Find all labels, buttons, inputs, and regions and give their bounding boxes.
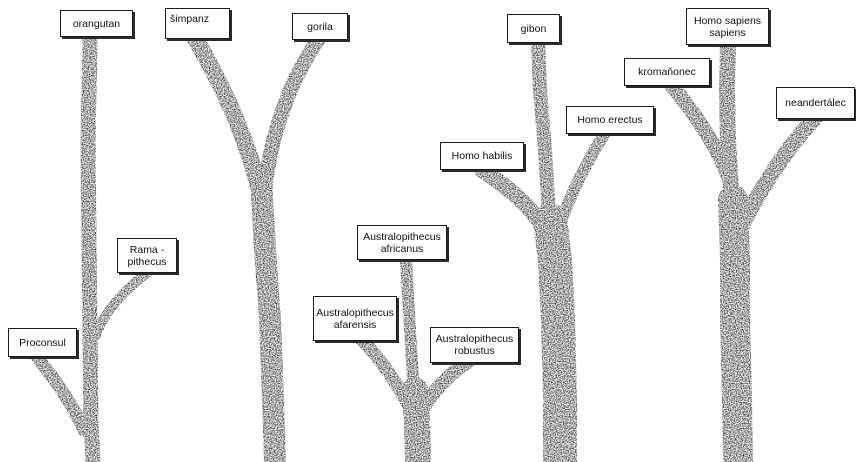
branch-kromanonec [664, 78, 736, 183]
label-homo-habilis: Homo habilis [440, 142, 524, 170]
branch-trunk-5 [718, 185, 753, 462]
branch-neandertalec [734, 110, 823, 233]
branch-habilis [474, 162, 553, 238]
label-neandertalec: neandertálec [776, 87, 855, 119]
label-australopithecus-afarensis: Australopithecus afarensis [313, 296, 397, 341]
label-homo-erectus: Homo erectus [566, 106, 654, 134]
label-gibon: gibon [507, 14, 560, 43]
label-ramapithecus: Rama - pithecus [117, 238, 177, 273]
branch-afarensis [350, 328, 415, 412]
label-gorila: gorila [292, 13, 348, 40]
branch-proconsul [31, 351, 91, 437]
label-australopithecus-robustus: Australopithecus robustus [430, 327, 519, 363]
label-homo-sapiens-sapiens: Homo sapiens sapiens [686, 8, 769, 45]
label-australopithecus-africanus: Australopithecus africanus [357, 225, 447, 260]
branch-robustus [418, 355, 475, 412]
branch-ramapithecus [91, 267, 153, 340]
branch-simpanz [186, 29, 271, 209]
label-kromanonec: kromaňonec [624, 58, 710, 86]
branch-trunk-1 [80, 32, 101, 462]
branch-africanus [400, 254, 420, 401]
branch-gibon [531, 35, 557, 237]
branch-trunk-4 [533, 203, 577, 462]
label-simpanz: šimpanz [165, 8, 230, 39]
branch-trunk-2 [251, 184, 286, 462]
branch-gorila [256, 32, 326, 208]
label-proconsul: Proconsul [8, 328, 77, 357]
branch-erectus [554, 127, 611, 231]
label-orangutan: orangutan [60, 10, 133, 37]
